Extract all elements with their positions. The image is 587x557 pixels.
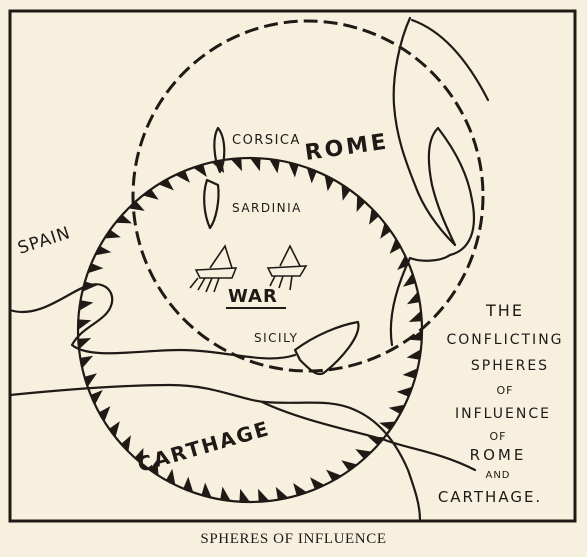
carthage-tooth: [408, 310, 422, 322]
carthage-sphere: [76, 156, 424, 504]
carthage-tooth: [408, 330, 422, 341]
carthage-tooth: [341, 184, 351, 201]
carthage-tooth: [250, 158, 261, 172]
carthage-tooth: [121, 435, 131, 452]
carthage-tooth: [158, 179, 174, 191]
carthage-tooth: [211, 160, 225, 174]
italy-coast-east: [410, 18, 490, 102]
carthage-tooth: [149, 459, 159, 476]
carthage-tooth: [95, 246, 112, 256]
carthage-tooth: [84, 373, 97, 387]
carthage-tooth: [310, 477, 325, 490]
carthage-tooth: [397, 255, 410, 270]
carthage-tooth: [78, 319, 92, 330]
carthage-tooth: [78, 338, 92, 350]
carthage-tooth: [368, 436, 385, 446]
carthage-tooth: [269, 159, 280, 174]
carthage-tooth: [104, 229, 121, 239]
carthage-tooth: [201, 482, 212, 498]
legend-line: INFLUENCE: [455, 406, 551, 422]
galley-icon: [266, 244, 308, 291]
legend-line: AND: [485, 470, 510, 481]
carthage-tooth: [80, 355, 94, 369]
carthage-tooth: [109, 421, 120, 438]
corsica-island: [213, 126, 226, 174]
carthage-tooth: [293, 483, 307, 496]
carthage-tooth: [355, 449, 372, 459]
map-legend: THE CONFLICTING SPHERES OF INFLUENCE OF …: [438, 301, 563, 506]
label-sicily: SICILY: [254, 331, 299, 345]
italy-coast: [389, 16, 476, 347]
rome-sphere: [131, 19, 485, 373]
carthage-tooth: [90, 390, 103, 405]
carthage-tooth: [99, 406, 111, 422]
carthage-tooth: [402, 368, 418, 379]
carthage-tooth: [406, 349, 421, 360]
carthage-tooth: [183, 476, 194, 493]
carthage-tooth: [79, 300, 94, 311]
legend-line: CARTHAGE.: [438, 488, 542, 506]
carthage-tooth: [230, 158, 242, 172]
label-corsica: CORSICA: [232, 133, 301, 148]
carthage-tooth: [134, 448, 144, 465]
legend-line: SPHERES: [471, 358, 549, 374]
africa-coast: [8, 383, 422, 522]
carthage-tooth: [403, 273, 416, 287]
africa-coast-2: [260, 400, 477, 472]
carthage-tooth: [379, 421, 396, 431]
legend-line: THE: [485, 301, 524, 320]
carthage-tooth: [369, 208, 379, 225]
map-caption: SPHERES OF INFLUENCE: [200, 531, 387, 547]
carthage-tooth: [306, 167, 317, 184]
carthage-tooth: [324, 175, 334, 192]
carthage-tooth: [142, 189, 159, 200]
label-sardinia: SARDINIA: [232, 201, 302, 215]
carthage-tooth: [128, 201, 145, 211]
carthage-tooth: [258, 488, 270, 502]
carthage-tooth: [396, 386, 413, 397]
carthage-tooth: [166, 468, 176, 485]
carthage-tooth: [220, 486, 231, 501]
carthage-tooth: [115, 214, 132, 224]
carthage-tooth: [341, 460, 358, 471]
label-spain: SPAIN: [15, 223, 73, 259]
legend-line: ROME: [470, 446, 527, 464]
carthage-tooth: [288, 162, 299, 178]
label-carthage: CARTHAGE: [135, 416, 273, 477]
carthage-tooth: [275, 486, 289, 500]
carthage-tooth: [193, 164, 207, 177]
legend-line: OF: [497, 384, 514, 397]
legend-line: OF: [490, 430, 507, 443]
carthage-tooth: [356, 195, 366, 212]
carthage-tooth: [326, 469, 342, 481]
map-frame: [8, 9, 577, 523]
galley-icon: [189, 244, 238, 293]
legend-line: CONFLICTING: [446, 332, 563, 348]
carthage-tooth: [389, 238, 401, 254]
carthage-tooth: [87, 263, 104, 274]
carthage-tooth: [82, 281, 98, 292]
label-war: WAR: [228, 286, 278, 307]
label-rome: ROME: [303, 129, 390, 166]
carthage-tooth: [388, 404, 405, 414]
carthage-tooth: [175, 170, 190, 183]
carthage-tooth: [239, 488, 250, 502]
carthage-tooth: [406, 291, 420, 305]
sardinia-island: [203, 178, 220, 230]
carthage-tooth: [380, 222, 391, 239]
